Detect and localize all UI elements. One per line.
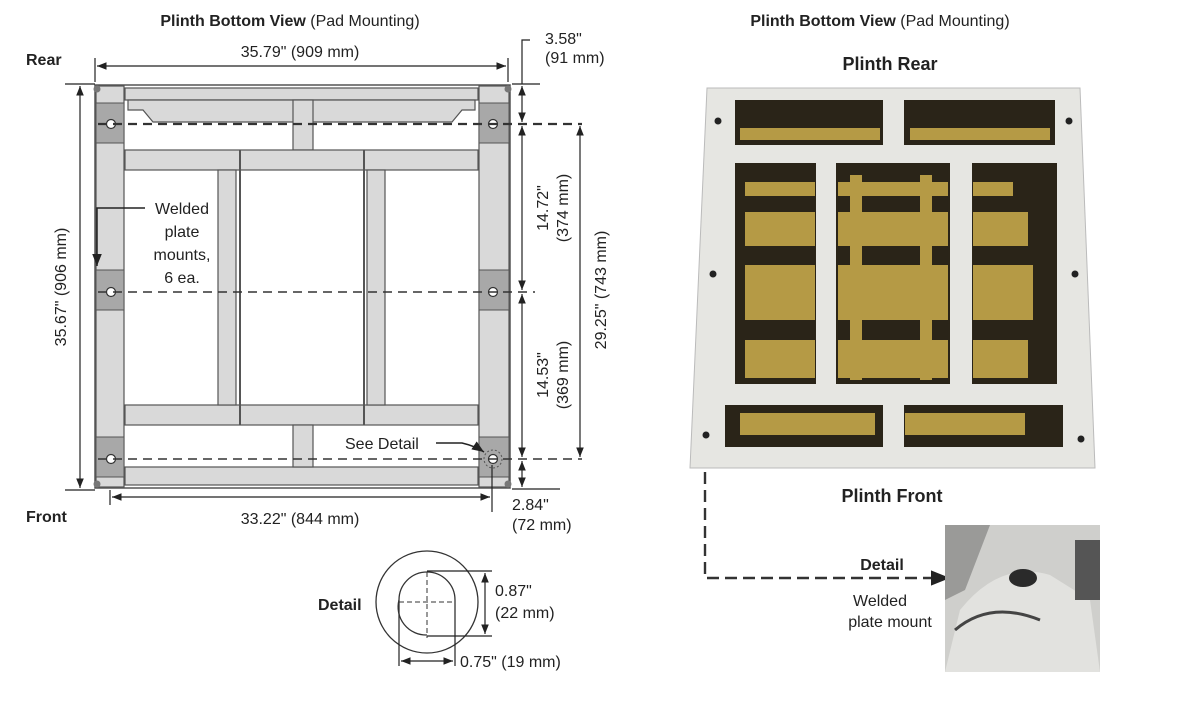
detail-height-dim: 0.87"(22 mm) xyxy=(495,583,555,622)
dim-total-span: 29.25" (743 mm) xyxy=(593,231,610,350)
photo-center-openings xyxy=(735,163,1057,384)
dim-rear-offset: 3.58"(91 mm) xyxy=(545,31,605,67)
detail-photo xyxy=(945,525,1100,672)
callout-see-detail: See Detail xyxy=(345,436,419,453)
rear-label: Rear xyxy=(26,52,62,69)
dim-width-top: 35.79" (909 mm) xyxy=(241,44,360,61)
plinth-frame xyxy=(93,84,512,489)
drawing-panel: Plinth Bottom View (Pad Mounting) Rear F… xyxy=(26,13,610,671)
dim-front-offset: 2.84"(72 mm) xyxy=(512,497,572,534)
plinth-front-label: Plinth Front xyxy=(842,486,943,506)
front-label: Front xyxy=(26,509,68,526)
hole-detail: Detail 0.87"(22 mm) 0.75" (19 mm) xyxy=(318,550,561,671)
photo-panel: Plinth Bottom View (Pad Mounting) Plinth… xyxy=(689,13,1100,672)
detail-label: Detail xyxy=(318,597,362,614)
detail-width-dim: 0.75" (19 mm) xyxy=(460,654,561,671)
dim-lower-span: 14.53"(369 mm) xyxy=(535,341,572,409)
photo-detail-label: Detail xyxy=(860,557,904,574)
photo-title: Plinth Bottom View (Pad Mounting) xyxy=(750,13,1009,30)
dim-depth: 35.67" (906 mm) xyxy=(53,228,70,347)
dim-width-bottom: 33.22" (844 mm) xyxy=(241,511,360,528)
plinth-photo xyxy=(689,87,1096,469)
drawing-title: Plinth Bottom View (Pad Mounting) xyxy=(160,13,419,30)
drawing-title-bold: Plinth Bottom View xyxy=(160,13,306,30)
drawing-title-normal: (Pad Mounting) xyxy=(310,13,419,30)
plinth-rear-label: Plinth Rear xyxy=(842,54,937,74)
dim-upper-span: 14.72"(374 mm) xyxy=(535,174,572,242)
